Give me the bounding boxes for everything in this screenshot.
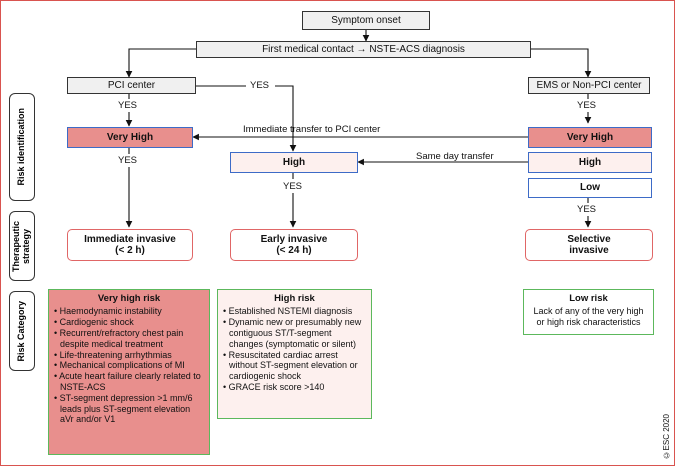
early-invasive-time: (< 24 h) bbox=[276, 245, 312, 256]
list-item: Established NSTEMI diagnosis bbox=[223, 306, 366, 317]
list-item: Haemodynamic instability bbox=[54, 306, 204, 317]
selective-invasive-title: Selective bbox=[567, 233, 611, 245]
yes-label-very-high: YES bbox=[118, 155, 138, 166]
high-risk-list: Established NSTEMI diagnosis Dynamic new… bbox=[223, 306, 366, 392]
high-label: High bbox=[282, 156, 306, 168]
high-box-left: High bbox=[230, 152, 358, 173]
very-high-box-left: Very High bbox=[67, 127, 193, 148]
list-item: Life-threatening arrhythmias bbox=[54, 350, 204, 361]
yes-label-low: YES bbox=[577, 204, 597, 215]
immediate-transfer-label: Immediate transfer to PCI center bbox=[243, 124, 381, 135]
side-label-risk-identification: Risk identification bbox=[9, 93, 35, 201]
high-label: High bbox=[578, 156, 602, 168]
low-risk-panel: Low risk Lack of any of the very high or… bbox=[523, 289, 654, 335]
immediate-invasive-box: Immediate invasive (< 2 h) bbox=[67, 229, 193, 261]
pci-center-label: PCI center bbox=[107, 79, 156, 91]
very-high-risk-title: Very high risk bbox=[97, 293, 161, 304]
selective-invasive-time: invasive bbox=[569, 245, 609, 256]
list-item: Recurrent/refractory chest pain despite … bbox=[54, 328, 204, 350]
selective-invasive-box: Selective invasive bbox=[525, 229, 653, 261]
high-risk-panel: High risk Established NSTEMI diagnosis D… bbox=[217, 289, 372, 419]
high-box-right: High bbox=[528, 152, 652, 173]
list-item: Cardiogenic shock bbox=[54, 317, 204, 328]
very-high-risk-list: Haemodynamic instability Cardiogenic sho… bbox=[54, 306, 204, 425]
very-high-label: Very High bbox=[566, 131, 614, 143]
side-label-risk-category: Risk Category bbox=[9, 291, 35, 371]
list-item: GRACE risk score >140 bbox=[223, 382, 366, 393]
list-item: Acute heart failure clearly related to N… bbox=[54, 371, 204, 393]
immediate-invasive-title: Immediate invasive bbox=[84, 233, 176, 245]
first-contact-label: First medical contact → NSTE-ACS diagnos… bbox=[262, 43, 465, 55]
copyright-label: ©ESC 2020 bbox=[662, 413, 671, 459]
high-risk-title: High risk bbox=[274, 293, 315, 304]
very-high-box-right: Very High bbox=[528, 127, 652, 148]
list-item: Dynamic new or presumably new contiguous… bbox=[223, 317, 366, 349]
symptom-onset-label: Symptom onset bbox=[331, 14, 401, 26]
pci-center-box: PCI center bbox=[67, 77, 196, 94]
side-label-therapeutic-strategy: Therapeutic strategy bbox=[9, 211, 35, 281]
yes-label-pci: YES bbox=[118, 100, 138, 111]
yes-label-high: YES bbox=[283, 181, 303, 192]
list-item: ST-segment depression >1 mm/6 leads plus… bbox=[54, 393, 204, 425]
immediate-invasive-time: (< 2 h) bbox=[115, 245, 145, 256]
yes-label-ems: YES bbox=[577, 100, 597, 111]
low-label: Low bbox=[580, 182, 600, 194]
ems-center-label: EMS or Non-PCI center bbox=[536, 79, 642, 91]
early-invasive-title: Early invasive bbox=[260, 233, 328, 245]
symptom-onset-box: Symptom onset bbox=[302, 11, 430, 30]
list-item: Mechanical complications of MI bbox=[54, 360, 204, 371]
early-invasive-box: Early invasive (< 24 h) bbox=[230, 229, 358, 261]
very-high-risk-panel: Very high risk Haemodynamic instability … bbox=[48, 289, 210, 455]
yes-label-pci-high: YES bbox=[250, 80, 270, 91]
low-box: Low bbox=[528, 178, 652, 198]
low-risk-title: Low risk bbox=[569, 293, 608, 304]
low-risk-text: Lack of any of the very high or high ris… bbox=[533, 306, 644, 328]
ems-center-box: EMS or Non-PCI center bbox=[528, 77, 650, 94]
list-item: Resuscitated cardiac arrest without ST-s… bbox=[223, 350, 366, 382]
first-contact-box: First medical contact → NSTE-ACS diagnos… bbox=[196, 41, 531, 58]
same-day-transfer-label: Same day transfer bbox=[416, 151, 494, 162]
very-high-label: Very High bbox=[106, 131, 154, 143]
